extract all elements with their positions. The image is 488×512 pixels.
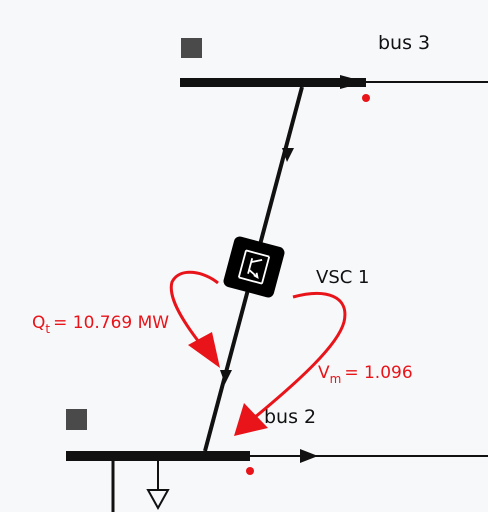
v-curve-arrow — [253, 292, 347, 420]
q-curve-arrow — [169, 270, 219, 347]
voltage-magnitude-annotation: Vm= 1.096 — [318, 363, 413, 386]
bus-3-status-dot — [362, 94, 370, 102]
vsc-label: VSC 1 — [316, 267, 369, 288]
vsc-converter[interactable] — [222, 235, 286, 299]
vsc-converter-box[interactable] — [222, 235, 286, 299]
bus-3-label: bus 3 — [378, 32, 430, 54]
bus-2-status-dot — [246, 467, 254, 475]
branch-arrow-lower — [220, 370, 232, 384]
reactive-power-annotation: Qt= 10.769 MW — [32, 313, 169, 336]
q-arrow-head — [188, 332, 220, 368]
bus-2-flow-arrow — [300, 449, 318, 463]
load-icon[interactable] — [146, 489, 170, 511]
bus-3-handle[interactable] — [181, 38, 202, 58]
bus-2-handle[interactable] — [66, 409, 87, 430]
annotation-arrows — [169, 270, 347, 436]
bus-2-bar[interactable] — [66, 451, 250, 461]
bus-2-group[interactable]: bus 2 — [66, 406, 488, 512]
vsc-converter-icon — [237, 249, 271, 285]
bus-2-label: bus 2 — [264, 406, 316, 428]
bus-3-bar[interactable] — [180, 78, 366, 87]
v-arrow-head — [234, 403, 268, 436]
branch-arrow-upper — [282, 148, 294, 162]
bus-3-group[interactable]: bus 3 — [180, 32, 488, 102]
bus-3-flow-arrow — [340, 75, 366, 89]
